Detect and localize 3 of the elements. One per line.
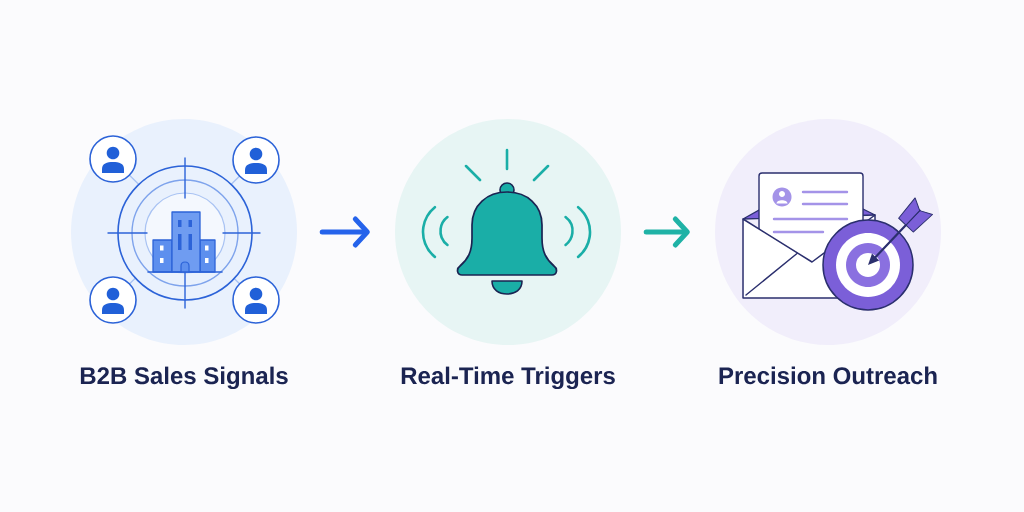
step-label: B2B Sales Signals bbox=[80, 366, 288, 390]
step-label: Real-Time Triggers bbox=[401, 366, 615, 390]
step-label: Precision Outreach bbox=[719, 366, 937, 385]
